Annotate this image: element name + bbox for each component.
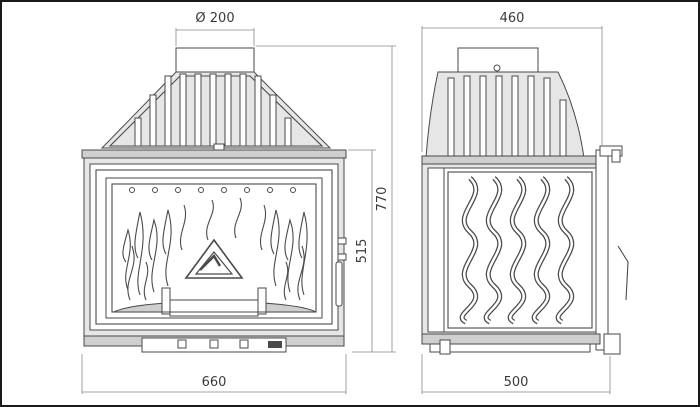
dim-label-flue-diameter: Ø 200 <box>195 11 234 26</box>
dim-label-front-height: 515 <box>355 239 370 264</box>
side-hood-ribs <box>447 75 567 157</box>
front-flue-collar <box>175 47 255 73</box>
dim-label-total-height: 770 <box>375 187 390 212</box>
front-top-flange <box>81 149 347 159</box>
front-door-handle <box>335 237 347 307</box>
dim-label-front-width: 660 <box>202 375 227 390</box>
side-view <box>421 47 629 355</box>
dim-label-side-depth-top: 460 <box>500 11 525 26</box>
side-door-frame <box>595 149 609 351</box>
front-grate <box>113 287 317 317</box>
front-badge <box>268 341 282 348</box>
side-top-flange <box>421 155 605 165</box>
front-flames <box>122 197 308 301</box>
side-wavy-ribs <box>459 176 575 325</box>
dimension-lines <box>81 26 611 394</box>
logo-triangle-icon <box>184 238 244 279</box>
dim-label-side-depth-bottom: 500 <box>504 375 529 390</box>
side-door-handle <box>617 245 629 301</box>
front-hood-ribs <box>134 73 292 147</box>
front-rivets <box>129 187 296 193</box>
front-view <box>81 47 347 353</box>
